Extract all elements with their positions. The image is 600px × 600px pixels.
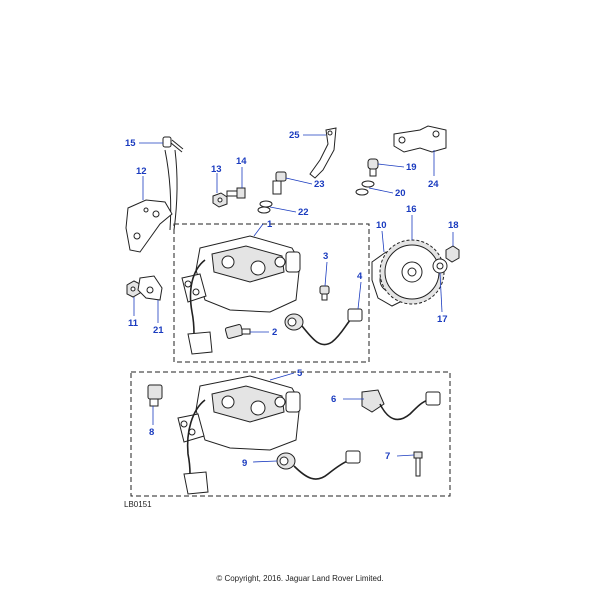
part-13-nut[interactable] <box>212 192 228 208</box>
part-4-harness[interactable] <box>284 308 363 346</box>
part-2-sensor[interactable] <box>224 324 251 339</box>
part-8-sensor[interactable] <box>147 384 163 407</box>
callout-9: 9 <box>242 458 247 469</box>
callout-1: 1 <box>267 219 273 230</box>
callout-21: 21 <box>153 325 164 336</box>
callout-18: 18 <box>448 220 459 231</box>
callout-20: 20 <box>395 188 406 199</box>
callout-10: 10 <box>376 220 387 231</box>
leader-lines <box>133 134 454 463</box>
callout-15: 15 <box>125 138 136 149</box>
callout-22: 22 <box>298 207 309 218</box>
part-24-bracket[interactable] <box>393 125 447 153</box>
part-11-nut[interactable] <box>126 280 141 298</box>
part-7-pin[interactable] <box>413 451 423 477</box>
part-3-bolt[interactable] <box>319 285 330 301</box>
callout-23: 23 <box>314 179 325 190</box>
assembly-box-1 <box>173 223 370 363</box>
part-21-plate[interactable] <box>137 275 163 301</box>
part-12-bracket[interactable] <box>125 199 173 253</box>
part-6-harness[interactable] <box>361 389 441 421</box>
part-9-harness[interactable] <box>276 450 361 480</box>
copyright-notice: © Copyright, 2016. Jaguar Land Rover Lim… <box>216 574 384 583</box>
part-23-bolt[interactable] <box>272 171 287 195</box>
callout-19: 19 <box>406 162 417 173</box>
callout-6: 6 <box>331 394 336 405</box>
callout-12: 12 <box>136 166 147 177</box>
callout-8: 8 <box>149 427 154 438</box>
callout-2: 2 <box>272 327 277 338</box>
callout-4: 4 <box>357 271 363 282</box>
part-14-bolt[interactable] <box>226 187 246 199</box>
callout-13: 13 <box>211 164 222 175</box>
assembly-box-5 <box>130 371 451 497</box>
callout-24: 24 <box>428 179 439 190</box>
diagram-reference-code: LB0151 <box>124 500 152 509</box>
part-17-washer[interactable] <box>432 258 448 274</box>
part-20-washers[interactable] <box>355 180 375 196</box>
part-25-bracket[interactable] <box>309 127 337 179</box>
part-22-washers[interactable] <box>257 200 273 214</box>
callout-11: 11 <box>128 318 139 329</box>
callout-25: 25 <box>289 130 300 141</box>
part-16-gear[interactable] <box>379 239 445 305</box>
callout-16: 16 <box>406 204 417 215</box>
part-18-nut[interactable] <box>445 245 460 263</box>
callout-14: 14 <box>236 156 247 167</box>
callout-17: 17 <box>437 314 448 325</box>
callout-7: 7 <box>385 451 390 462</box>
callout-5: 5 <box>297 368 303 379</box>
callout-labels: 1 2 3 4 5 6 7 8 9 10 11 12 13 14 15 16 1… <box>125 130 459 469</box>
part-1-injection-pump[interactable] <box>181 235 301 355</box>
callout-3: 3 <box>323 251 328 262</box>
part-5-injection-pump[interactable] <box>177 375 301 495</box>
part-19-bolt[interactable] <box>367 158 379 177</box>
